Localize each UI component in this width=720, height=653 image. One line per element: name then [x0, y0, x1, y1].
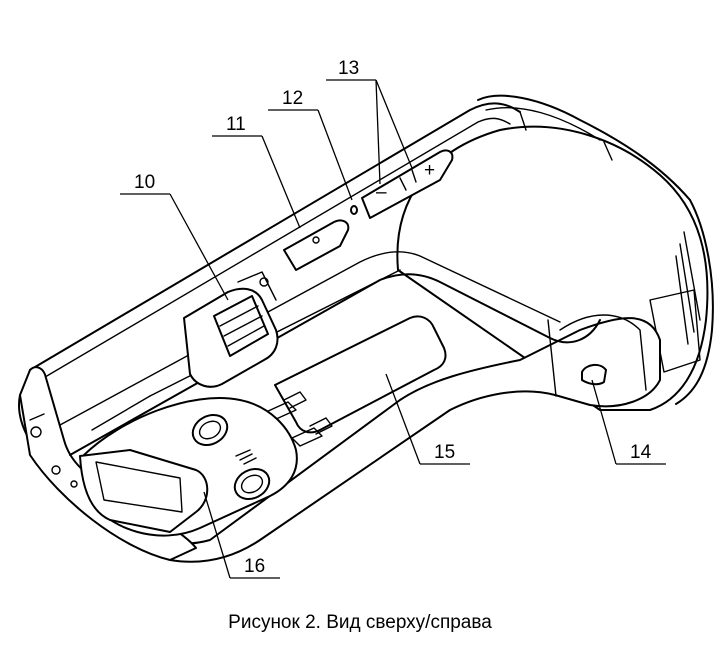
- callout-14: 14: [630, 442, 652, 463]
- terminal-housing: – +: [18, 94, 714, 563]
- callout-15: 15: [434, 442, 455, 463]
- callout-labels: 10 11 12 13 14 15 16: [134, 58, 652, 577]
- svg-text:+: +: [424, 160, 435, 181]
- callout-10: 10: [134, 172, 155, 193]
- callout-12: 12: [282, 88, 303, 109]
- svg-text:–: –: [376, 182, 387, 203]
- callout-leaders: [120, 79, 666, 579]
- device-drawing: – + 10 11 12 13 14 15: [18, 58, 714, 579]
- callout-11: 11: [226, 114, 246, 135]
- figure-caption: Рисунок 2. Вид сверху/справа: [228, 612, 492, 633]
- callout-16: 16: [244, 556, 265, 577]
- callout-13: 13: [338, 58, 359, 79]
